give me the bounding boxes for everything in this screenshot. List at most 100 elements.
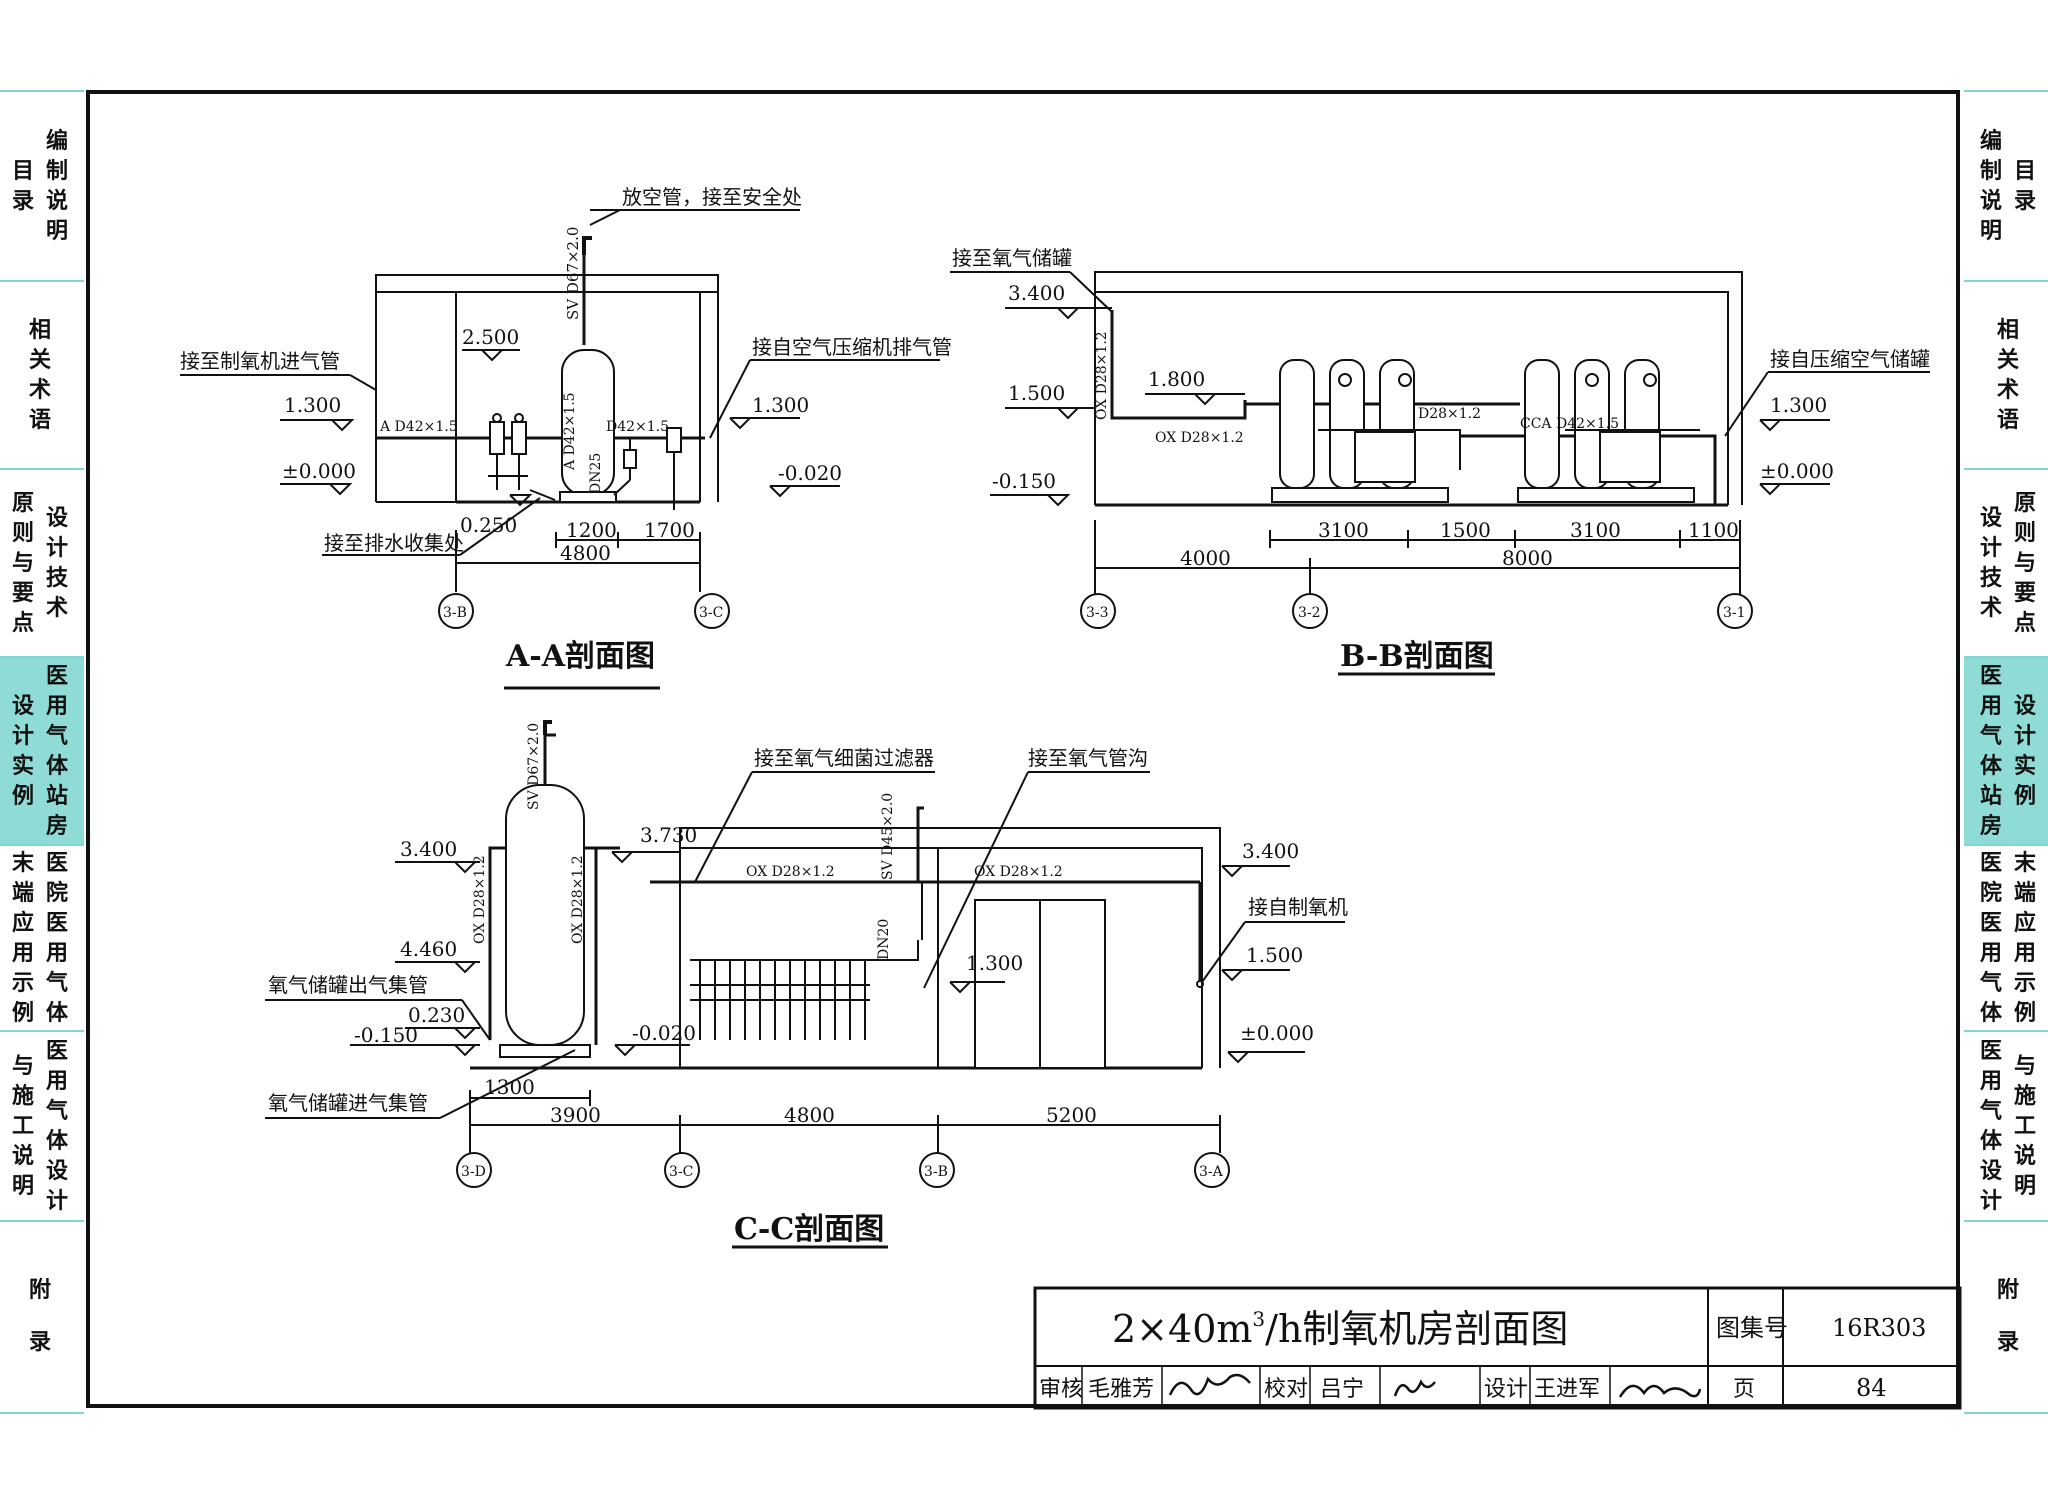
left-side-index: 目录 编制说明 相关术语 原则与要点 设计技术 设计实例 医用气体站房 末端应用…	[0, 90, 84, 1414]
bb-el-1300: 1.300	[1770, 393, 1827, 417]
cc-el-4460: 4.460	[400, 937, 457, 961]
cc-el-m020: -0.020	[632, 1021, 696, 1045]
cc-pipe-ox-r: OX D28×1.2	[570, 855, 586, 944]
title-block-lines	[1033, 1286, 1962, 1410]
aa-title: A-A剖面图	[505, 639, 655, 674]
section-cc	[265, 720, 1345, 1249]
tab-text: 与施工说明	[2013, 1054, 2036, 1199]
tab-text: 相关术语	[1996, 318, 2019, 433]
checker-name: 吕宁	[1320, 1377, 1364, 1402]
page-label: 页	[1733, 1377, 1755, 1402]
cc-dn20: DN20	[876, 919, 892, 960]
tab-text: 医院医用气体	[45, 851, 68, 1026]
cc-el-m150: -0.150	[354, 1023, 418, 1047]
section-bb	[950, 271, 1930, 676]
cc-axis-b: 3-B	[924, 1164, 948, 1180]
cc-dim-3900: 3900	[550, 1103, 601, 1127]
cc-el-1500: 1.500	[1246, 943, 1303, 967]
tab-text: 相关术语	[28, 318, 51, 433]
page-number: 84	[1856, 1374, 1887, 1402]
cc-out-header: 氧气储罐出气集管	[268, 973, 428, 997]
side-tab-appendix-right[interactable]: 附录	[1964, 1220, 2048, 1414]
aa-pipe-right: D42×1.5	[606, 419, 669, 435]
bb-from-air-tank: 接自压缩空气储罐	[1770, 347, 1930, 371]
side-tab-contents-right[interactable]: 编制说明 目录	[1964, 90, 2048, 282]
designer-name: 王进军	[1534, 1377, 1600, 1402]
side-tab-terms-right[interactable]: 相关术语	[1964, 280, 2048, 470]
bb-dim-4000: 4000	[1180, 546, 1231, 570]
bb-pipe-ox-v: OX D28×1.2	[1094, 331, 1110, 420]
cc-in-header: 氧气储罐进气集管	[268, 1091, 428, 1115]
side-tab-terminal-left[interactable]: 末端应用示例 医院医用气体	[0, 844, 84, 1032]
side-tab-station-right[interactable]: 医用气体站房 设计实例	[1964, 656, 2048, 846]
drawing-title-rest: /h制氧机房剖面图	[1265, 1307, 1568, 1351]
cc-el-000: ±0.000	[1240, 1021, 1314, 1045]
tab-text: 设计技术	[1979, 506, 2002, 621]
cc-el-0230: 0.230	[408, 1003, 465, 1027]
cc-dim-1300: 1300	[484, 1075, 535, 1099]
side-tab-appendix-left[interactable]: 附录	[0, 1220, 84, 1414]
filter-bank	[690, 960, 870, 1040]
bb-axis-3: 3-3	[1086, 605, 1109, 621]
tab-text: 末端应用示例	[2013, 851, 2036, 1026]
cc-dim-4800: 4800	[784, 1103, 835, 1127]
section-cc-labels: 接至氧气细菌过滤器 接至氧气管沟 接自制氧机 氧气储罐出气集管 氧气储罐进气集管…	[268, 723, 1348, 1247]
right-side-index: 编制说明 目录 相关术语 设计技术 原则与要点 医用气体站房 设计实例 医院医用…	[1964, 90, 2048, 1414]
side-tab-construction-left[interactable]: 与施工说明 医用气体设计	[0, 1030, 84, 1222]
check-label: 校对	[1264, 1377, 1308, 1402]
bb-el-1500: 1.500	[1008, 381, 1065, 405]
aa-dim-4800: 4800	[560, 541, 611, 565]
side-tab-terminal-right[interactable]: 医院医用气体 末端应用示例	[1964, 844, 2048, 1032]
tab-text: 末端应用示例	[11, 851, 34, 1026]
aa-vent-pipe: SV D67×2.0	[564, 227, 582, 320]
cc-from-generator: 接自制氧机	[1248, 895, 1348, 919]
cc-el-3400-right: 3.400	[1242, 839, 1299, 863]
cc-el-1300: 1.300	[966, 951, 1023, 975]
side-tab-terms-left[interactable]: 相关术语	[0, 280, 84, 470]
tab-text: 编制说明	[45, 129, 68, 244]
cc-pipe-sv67: SV D67×2.0	[526, 723, 542, 810]
aa-dim-1200: 1200	[566, 518, 617, 542]
bb-el-000: ±0.000	[1760, 459, 1834, 483]
aa-el-m020: -0.020	[778, 461, 842, 485]
tab-text: 设计实例	[11, 694, 34, 809]
cc-pipe-sv45: SV D45×2.0	[880, 793, 896, 880]
side-tab-principles-left[interactable]: 原则与要点 设计技术	[0, 468, 84, 658]
bb-pipe-cca: CCA D42×1.5	[1520, 416, 1619, 432]
design-label: 设计	[1484, 1377, 1528, 1402]
tab-text: 与施工说明	[11, 1054, 34, 1199]
side-tab-contents-left[interactable]: 目录 编制说明	[0, 90, 84, 282]
tab-text: 设计技术	[45, 506, 68, 621]
bb-pipe-mid: D28×1.2	[1418, 406, 1481, 422]
drawing-frame	[86, 90, 1960, 1408]
side-tab-station-left[interactable]: 设计实例 医用气体站房	[0, 656, 84, 846]
cc-el-3400-left: 3.400	[400, 837, 457, 861]
tab-text: 医用气体站房	[45, 664, 68, 839]
cc-pipe-ox-l: OX D28×1.2	[472, 855, 488, 944]
bb-el-m150: -0.150	[992, 469, 1056, 493]
side-tab-principles-right[interactable]: 设计技术 原则与要点	[1964, 468, 2048, 658]
aa-el-1300-left: 1.300	[284, 393, 341, 417]
section-aa	[180, 209, 940, 690]
side-tab-construction-right[interactable]: 医用气体设计 与施工说明	[1964, 1030, 2048, 1222]
cc-pipe-ox-h2: OX D28×1.2	[974, 864, 1063, 880]
bb-dim-3100a: 3100	[1318, 518, 1369, 542]
aa-el-2500: 2.500	[462, 325, 519, 349]
bb-pipe-ox-h: OX D28×1.2	[1155, 430, 1244, 446]
bb-axis-1: 3-1	[1723, 605, 1746, 621]
drawing-title-main: 2×40m	[1112, 1307, 1252, 1351]
bb-el-1800: 1.800	[1148, 367, 1205, 391]
aa-vent-label: 放空管，接至安全处	[622, 185, 802, 209]
cc-el-3730: 3.730	[640, 823, 697, 847]
cc-axis-d: 3-D	[461, 1164, 486, 1180]
bb-title: B-B剖面图	[1340, 639, 1494, 674]
aa-pipe-tank: A D42×1.5	[562, 392, 578, 471]
cc-to-filter: 接至氧气细菌过滤器	[754, 746, 934, 770]
atlas-label: 图集号	[1716, 1314, 1788, 1342]
tab-text: 设计实例	[2013, 694, 2036, 809]
aa-el-000: ±0.000	[282, 459, 356, 483]
cc-dim-5200: 5200	[1046, 1103, 1097, 1127]
tab-text: 附录	[28, 1278, 51, 1355]
review-label: 审核	[1039, 1377, 1083, 1402]
bb-axis-2: 3-2	[1298, 605, 1321, 621]
